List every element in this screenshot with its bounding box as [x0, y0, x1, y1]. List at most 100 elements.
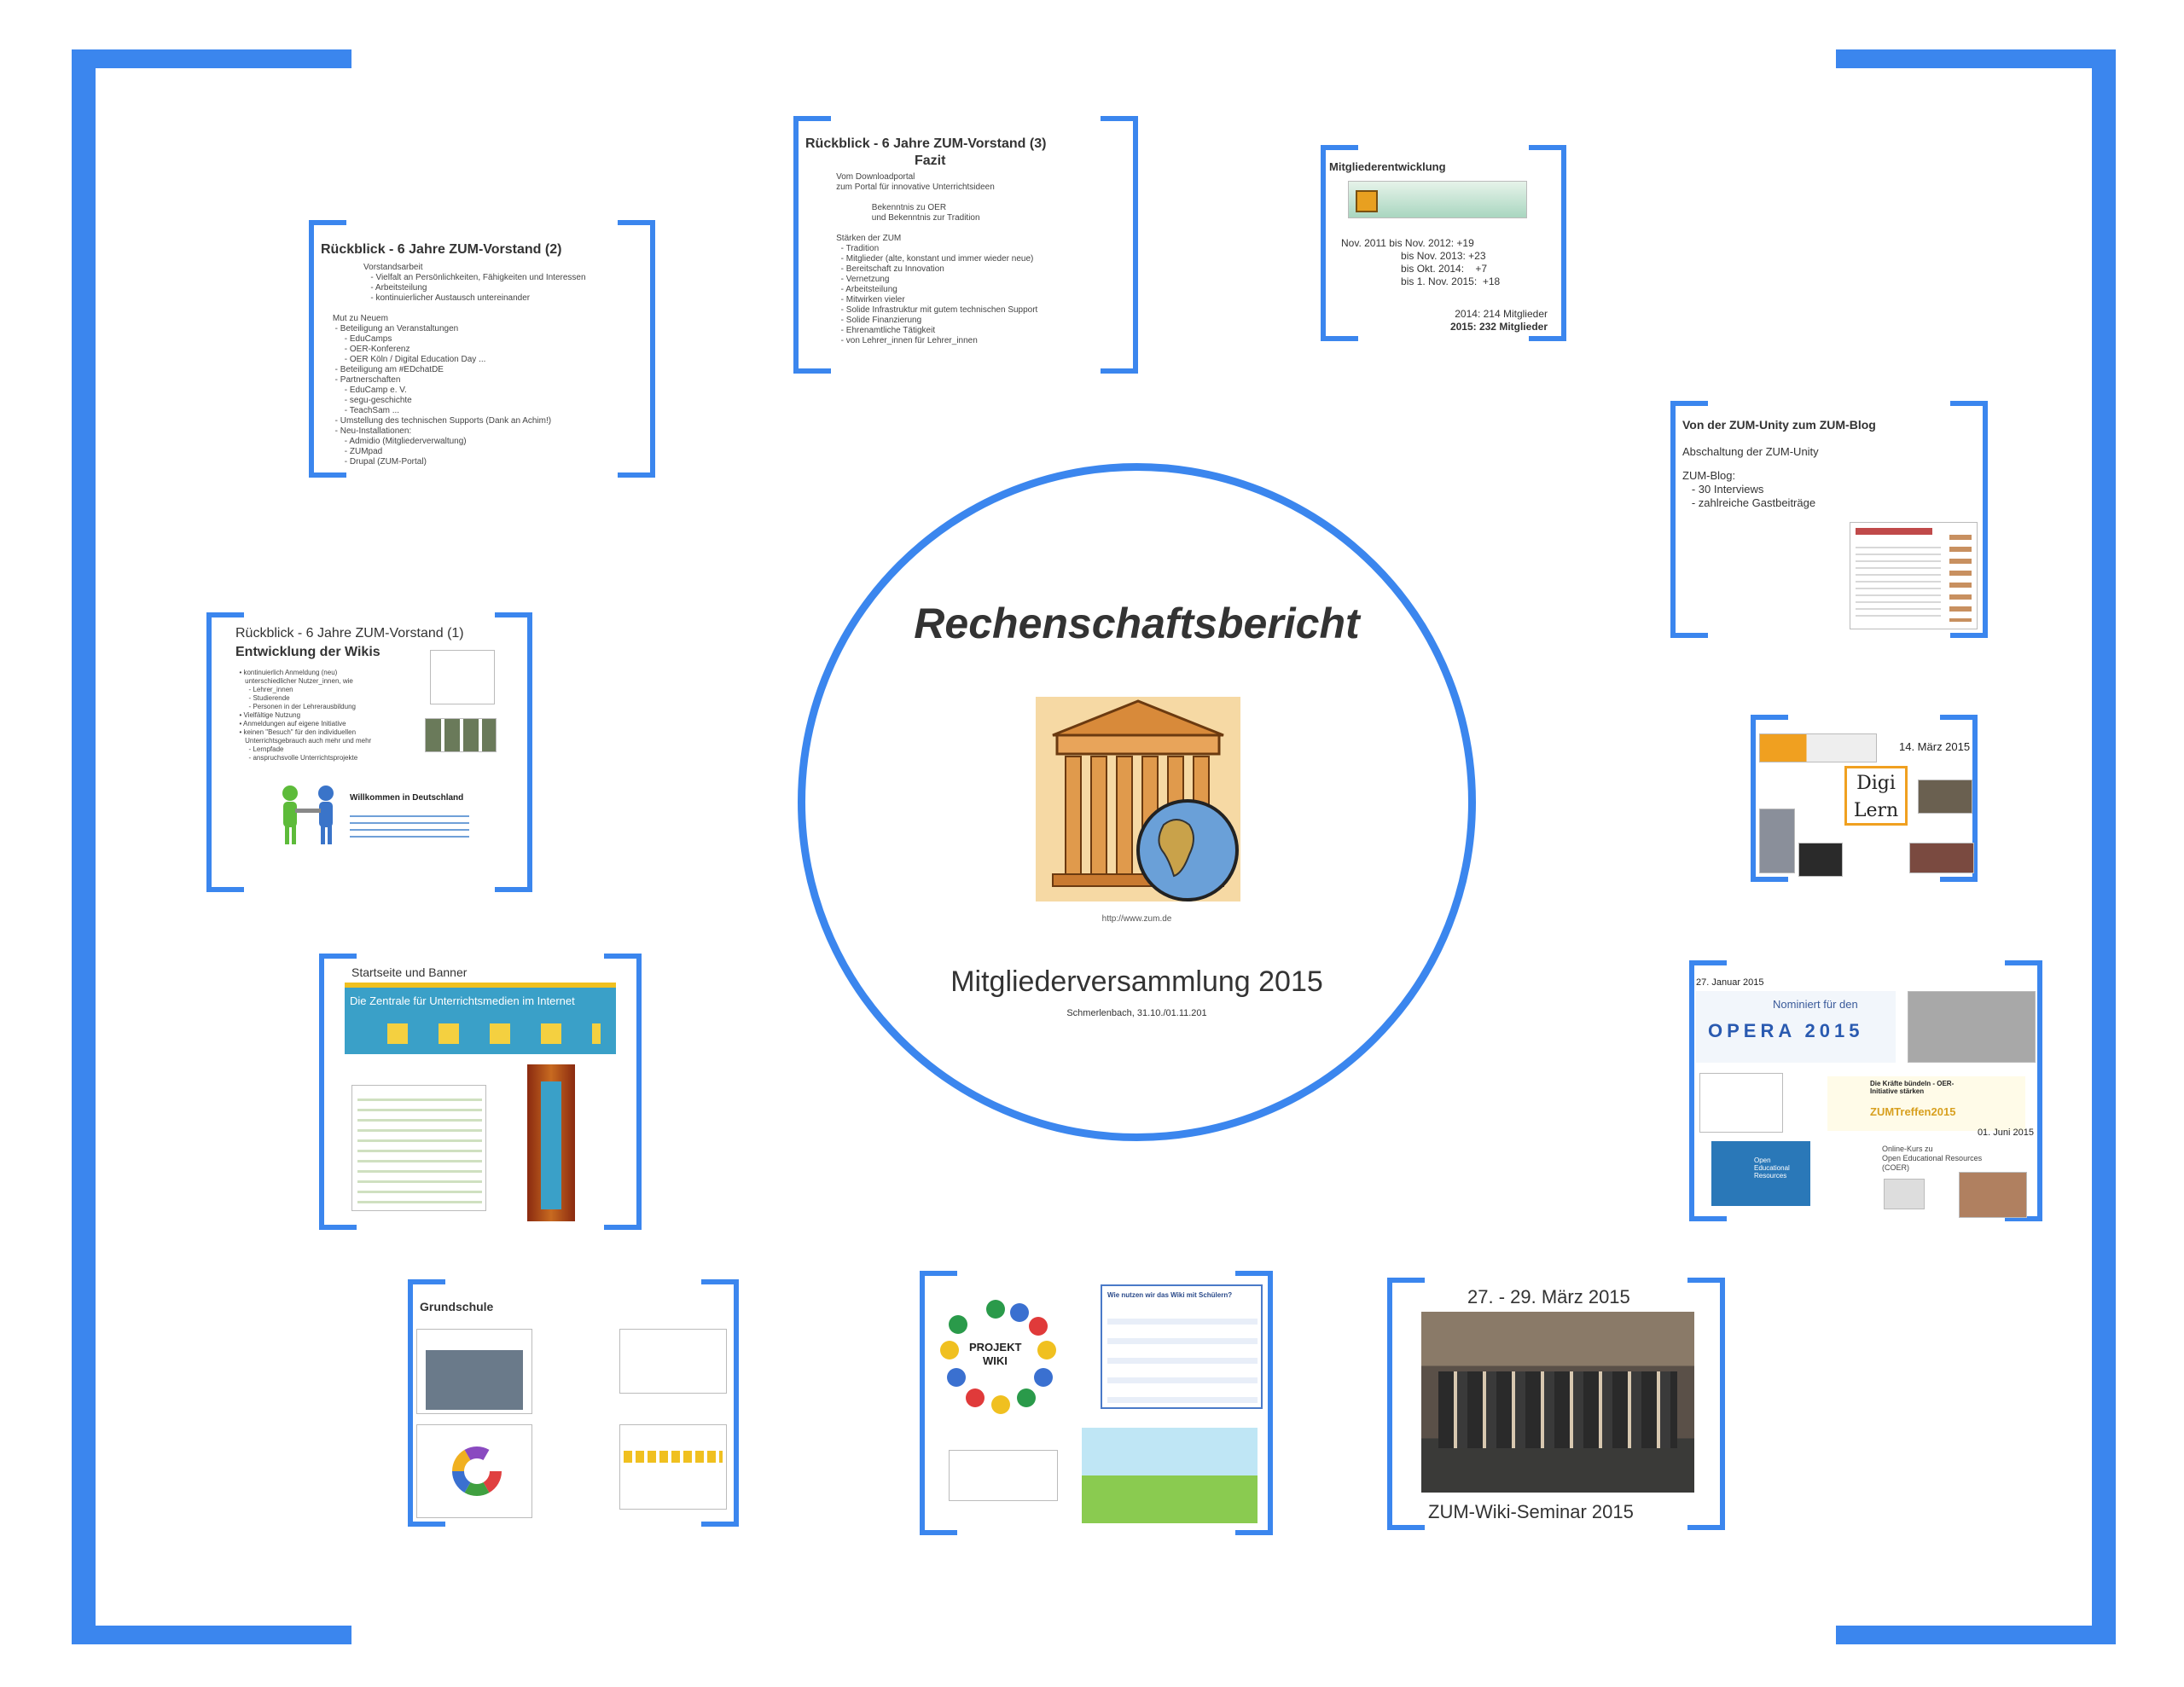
bracket-right [1101, 116, 1138, 374]
bracket-left [920, 1271, 957, 1535]
coer-icon [1884, 1179, 1925, 1209]
bracket-right [1529, 145, 1566, 341]
event-photo-2 [1798, 843, 1843, 877]
seminar-caption: ZUM-Wiki-Seminar 2015 [1428, 1501, 1634, 1522]
zum-banner: Die Zentrale für Unterrichtsmedien im In… [345, 983, 616, 1054]
frame-mitgliederentwicklung[interactable]: Mitgliederentwicklung Nov. 2011 bis Nov.… [1321, 145, 1566, 341]
admidio-screenshot-thumb [1348, 181, 1527, 218]
frame-title: Mitgliederentwicklung [1329, 160, 1446, 173]
wiki-usage-title: Wie nutzen wir das Wiki mit Schülern? [1107, 1291, 1233, 1299]
frame-title: Rückblick - 6 Jahre ZUM-Vorstand (1) [235, 626, 464, 641]
bracket-left [1751, 715, 1788, 882]
kraefte-text: Die Kräfte bündeln - OER-Initiative stär… [1870, 1080, 1955, 1095]
center-subtitle: Mitgliederversammlung 2015 [950, 965, 1323, 998]
frame-title: Grundschule [420, 1300, 494, 1313]
frame-title: Startseite und Banner [351, 965, 468, 979]
wiki-stats-thumb [430, 650, 495, 704]
projekt-wiki-logo-line2: WIKI [983, 1354, 1008, 1367]
center-title: Rechenschaftsbericht [914, 600, 1360, 647]
frame-opera-events[interactable]: 27. Januar 2015 Nominiert für den OPERA … [1689, 960, 2042, 1221]
bracket-right [1940, 715, 1978, 882]
frame-title: Rückblick - 6 Jahre ZUM-Vorstand (3) [805, 136, 1047, 151]
frame-rueckblick-1[interactable]: Rückblick - 6 Jahre ZUM-Vorstand (1) Ent… [206, 612, 532, 892]
startseite-screenshot-thumb [351, 1085, 486, 1211]
grundschule-thumb-3 [619, 1329, 727, 1394]
frame-wiki-seminar[interactable]: 27. - 29. März 2015 ZUM-Wiki-Seminar 201… [1387, 1278, 1725, 1530]
frame-projekt-wiki[interactable]: PROJEKT WIKI Wie nutzen wir das Wiki mit… [920, 1271, 1273, 1535]
bracket-left [408, 1279, 445, 1527]
seminar-date: 27. - 29. März 2015 [1467, 1286, 1630, 1307]
bracket-right [604, 954, 642, 1230]
outer-bracket-left [72, 49, 351, 1644]
frame-startseite-banner[interactable]: Startseite und Banner Die Zentrale für U… [319, 954, 642, 1230]
bracket-right [495, 612, 532, 892]
bracket-left [309, 220, 346, 478]
member-count-2014: 2014: 214 Mitglieder [1455, 308, 1548, 320]
frame-body: • kontinuierlich Anmeldung (neu) untersc… [239, 669, 372, 762]
bracket-right [618, 220, 655, 478]
opera-nominated-text: Nominiert für den [1773, 998, 1858, 1011]
frame-title: Von der ZUM-Unity zum ZUM-Blog [1682, 418, 1876, 432]
opera-date: 27. Januar 2015 [1696, 977, 1764, 988]
frame-rueckblick-2[interactable]: Rückblick - 6 Jahre ZUM-Vorstand (2) Vor… [309, 220, 655, 478]
parthenon-globe-image [1036, 697, 1240, 901]
oer-logo-text: Open Educational Resources [1754, 1157, 1790, 1180]
digilern-logo-text: Digi Lern [1853, 773, 1899, 821]
blog-stats: ZUM-Blog: - 30 Interviews - zahlreiche G… [1682, 469, 1816, 509]
frame-subtitle: Entwicklung der Wikis [235, 645, 380, 659]
opera-nomination-card: Nominiert für den OPERA 2015 [1696, 991, 1896, 1063]
banner-photo [527, 1064, 575, 1221]
projekt-wiki-logo: PROJEKT WIKI [940, 1300, 1056, 1414]
bracket-right [701, 1279, 739, 1527]
frame-body: Vorstandsarbeit - Vielfalt an Persönlich… [332, 263, 586, 467]
wiki-usage-box: Wie nutzen wir das Wiki mit Schülern? [1101, 1284, 1263, 1409]
event-photo-1 [1759, 809, 1795, 873]
bracket-left [1387, 1278, 1425, 1530]
event-photo-3 [1918, 780, 1972, 814]
zumtreffen-text: ZUMTreffen2015 [1870, 1105, 1956, 1118]
zumtreffen-card: Die Kräfte bündeln - OER-Initiative stär… [1827, 1076, 2025, 1131]
member-count-2015: 2015: 232 Mitglieder [1449, 321, 1548, 333]
frame-subtitle: Fazit [915, 154, 946, 168]
bracket-right [1687, 1278, 1725, 1530]
outer-frame [72, 49, 2116, 1644]
grundschule-thumb-2 [416, 1424, 532, 1518]
frame-body: Vom Downloadportal zum Portal für innova… [836, 172, 1038, 345]
bracket-left [793, 116, 831, 374]
center-image-caption[interactable]: http://www.zum.de [1101, 914, 1172, 924]
blog-screenshot-thumb [1850, 522, 1978, 629]
outer-bracket-right [1836, 49, 2116, 1644]
grundschule-thumb-1 [416, 1329, 532, 1414]
digilern-logo: Digi Lern [1844, 766, 1908, 826]
digilern-date: 14. März 2015 [1899, 740, 1971, 753]
frame-zum-blog[interactable]: Von der ZUM-Unity zum ZUM-Blog Abschaltu… [1670, 401, 1988, 638]
bracket-right [2005, 960, 2042, 1221]
frame-digilern[interactable]: 14. März 2015 Digi Lern [1751, 715, 1978, 882]
frame-rueckblick-3[interactable]: Rückblick - 6 Jahre ZUM-Vorstand (3) Faz… [793, 116, 1138, 374]
zum-logo-thumb [1699, 1073, 1783, 1133]
coer-photo [1959, 1172, 2027, 1218]
bracket-right [1235, 1271, 1273, 1535]
event-photo-4 [1909, 843, 1974, 873]
opera-logo-text: OPERA 2015 [1708, 1020, 1864, 1041]
wiki-game-thumb [1082, 1428, 1258, 1523]
bracket-left [319, 954, 357, 1230]
projekt-wiki-logo-line1: PROJEKT [969, 1341, 1022, 1354]
frame-grundschule[interactable]: Grundschule [408, 1279, 739, 1527]
unity-shutdown: Abschaltung der ZUM-Unity [1682, 445, 1819, 458]
seminar-group-photo [1421, 1312, 1694, 1493]
digilern-header-thumb [1759, 733, 1877, 762]
bracket-left [206, 612, 244, 892]
figures-shaking-hands-image [275, 783, 341, 851]
center-place-date: Schmerlenbach, 31.10./01.11.201 [1066, 1008, 1207, 1018]
coer-text: Online-Kurs zu Open Educational Resource… [1882, 1145, 1983, 1172]
center-circle[interactable]: Rechenschaftsbericht http://www.zum.de M… [798, 463, 1476, 1141]
bracket-left [1321, 145, 1358, 341]
member-growth: Nov. 2011 bis Nov. 2012: +19 bis Nov. 20… [1341, 237, 1501, 287]
june-date: 01. Juni 2015 [1977, 1128, 2034, 1138]
welcome-heading: Willkommen in Deutschland [350, 793, 464, 803]
grey-photo [1908, 991, 2036, 1063]
wiki-images-thumb [425, 718, 497, 752]
welcome-lines [350, 810, 469, 843]
bracket-right [1950, 401, 1988, 638]
